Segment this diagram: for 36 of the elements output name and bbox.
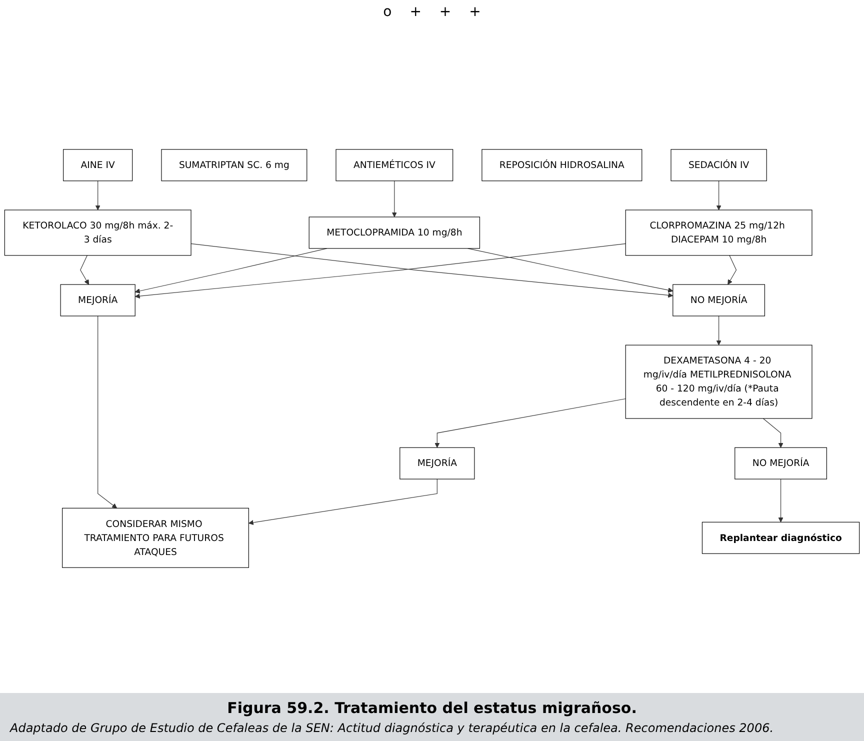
arrow (190, 243, 674, 298)
node-box: CONSIDERAR MISMO TRATAMIENTO PARA FUTUROS ATAQUES (62, 508, 249, 568)
node-box: MEJORÍA (400, 447, 475, 480)
arrow (134, 248, 328, 294)
arrow (728, 255, 737, 285)
arrow (762, 418, 784, 448)
node-box: NO MEJORÍA (734, 447, 827, 480)
node-box: MEJORÍA (60, 284, 136, 316)
source-note: Adaptado de Grupo de Estudio de Cefaleas de la SEN: Actitud diagnóstica y terapéutica en la cefalea. Recomendaciones 2006. (10, 721, 774, 735)
node-box: SEDACIÓN IV (670, 149, 767, 182)
arrow (80, 255, 89, 285)
operator-sign: + (410, 4, 422, 20)
arrow (134, 243, 626, 299)
node-box: Replantear diagnóstico (702, 522, 860, 554)
operator-sign: + (439, 4, 452, 20)
node-box: NO MEJORÍA (672, 284, 765, 316)
operator-sign: o (383, 4, 392, 20)
node-box: CLORPROMAZINA 25 mg/12h DIACEPAM 10 mg/8h (625, 210, 812, 256)
figure-caption: Figura 59.2. Tratamiento del estatus migrañoso. (226, 699, 638, 717)
operator-sign: + (469, 4, 481, 20)
arrow (716, 180, 722, 210)
arrow (467, 248, 674, 293)
node-box: SUMATRIPTAN SC. 6 mg (161, 149, 308, 182)
node-box: AINE IV (63, 149, 133, 182)
node-box: REPOSICIÓN HIDROSALINA (482, 149, 642, 182)
arrow (778, 478, 784, 522)
arrow (716, 316, 722, 346)
node-box: ANTIEMÉTICOS IV (336, 149, 454, 182)
node-box: DEXAMETASONA 4 - 20 mg/iv/día METILPREDNISOLONA 60 - 120 mg/iv/día (*Pauta descendente en 2-4 días) (625, 344, 812, 419)
arrow (98, 316, 118, 508)
arrow (392, 180, 397, 218)
node-box: KETOROLACO 30 mg/8h máx. 2-3 días (4, 210, 192, 256)
arrow (434, 398, 626, 448)
node-box: METOCLOPRAMIDA 10 mg/8h (308, 216, 480, 249)
arrow (248, 478, 438, 526)
arrow (95, 180, 100, 210)
